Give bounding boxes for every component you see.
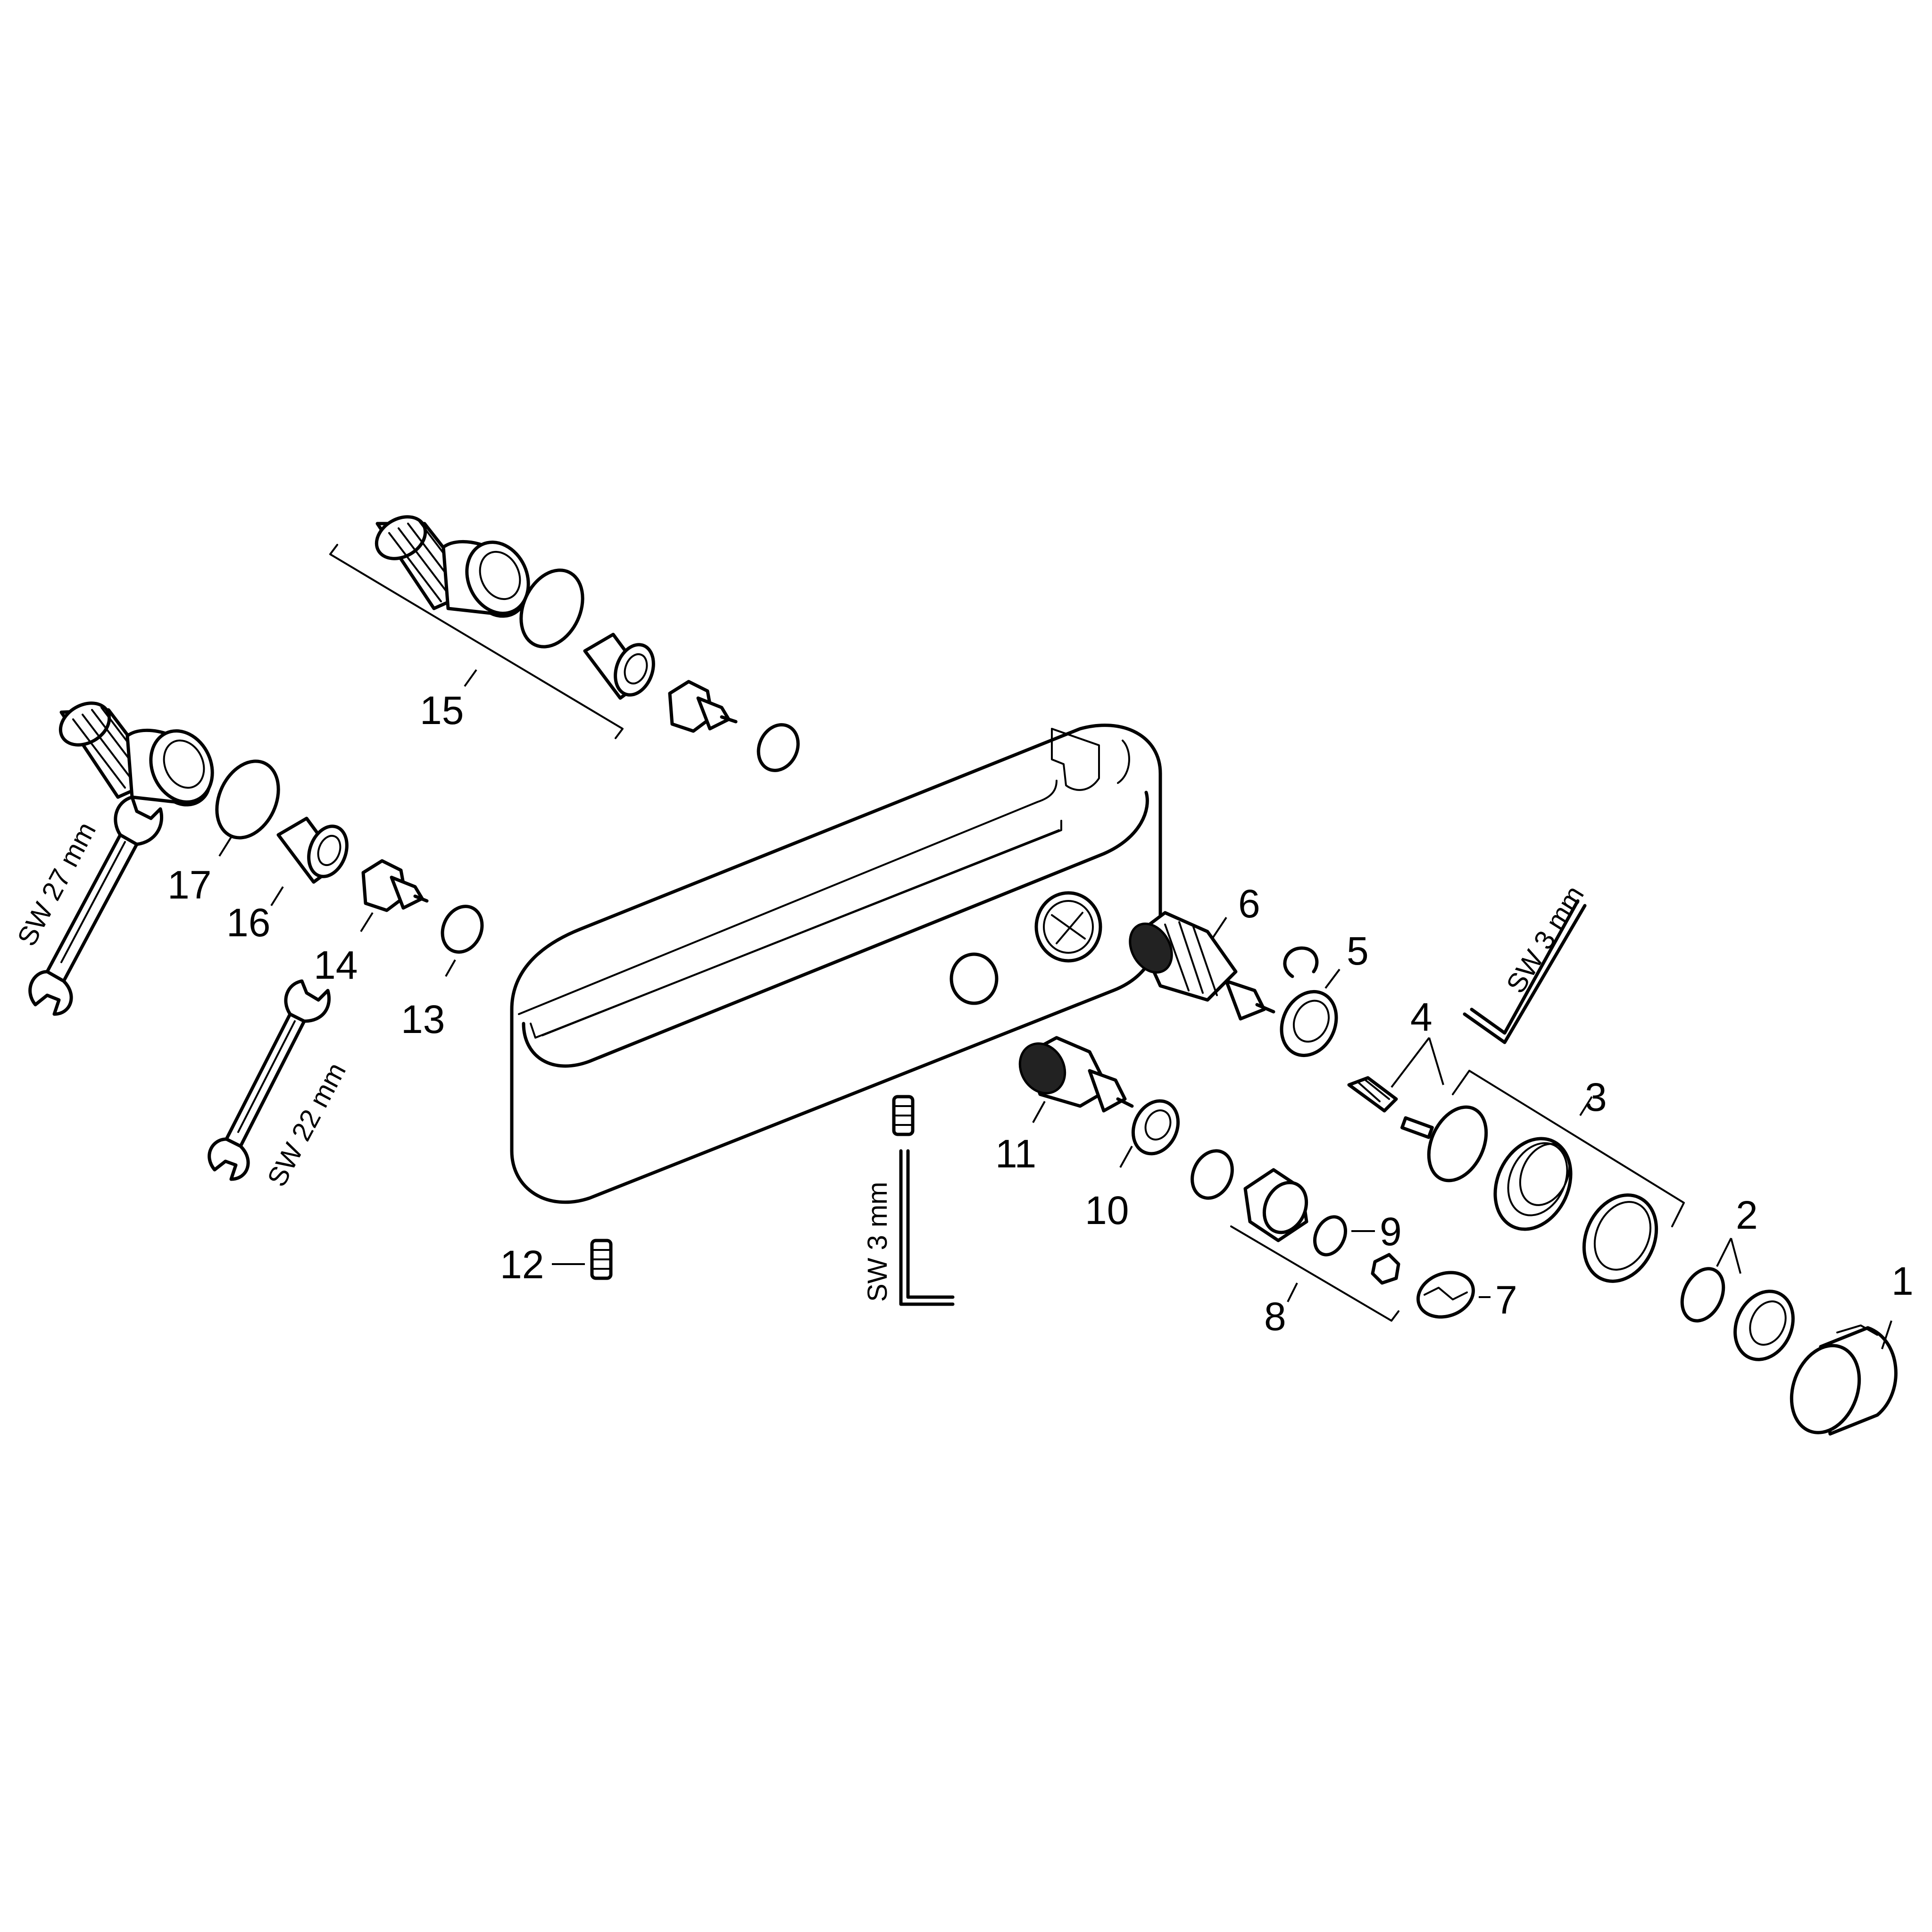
callout-16: 16 [226, 900, 270, 945]
callout-2: 2 [1736, 1193, 1758, 1237]
callout-labels: 1 2 3 4 5 6 7 8 9 10 11 12 13 14 15 16 1… [167, 688, 1914, 1339]
o-ring-13 [441, 905, 484, 954]
part-3-sleeve-assembly [1427, 1070, 1685, 1283]
trim-ring-3 [1582, 1193, 1658, 1283]
callout-9: 9 [1380, 1209, 1402, 1254]
callout-11: 11 [995, 1132, 1036, 1176]
callout-8: 8 [1264, 1294, 1286, 1339]
o-ring-small-15 [757, 723, 800, 772]
callout-3: 3 [1585, 1075, 1607, 1119]
part-2-adapter [1680, 1238, 1795, 1361]
part-15-fitting-assembly [329, 515, 800, 772]
part-4-spindle [1347, 1037, 1444, 1139]
o-ring-3 [1427, 1105, 1488, 1183]
part-10-nut [1119, 1099, 1180, 1168]
part-6-diverter-cartridge [1129, 911, 1275, 1021]
threaded-pipe-15 [375, 515, 530, 618]
part-11-thermostat-cartridge [1018, 1036, 1134, 1123]
wrench-22mm: SW 22 mm [208, 979, 352, 1191]
callout-14: 14 [314, 943, 358, 987]
threaded-pipe-left [58, 701, 214, 807]
hex-key-right: SW 3 mm [1463, 881, 1590, 1044]
valve-insert-15 [668, 680, 738, 733]
check-valve-15 [583, 633, 655, 700]
callout-1: 1 [1891, 1259, 1914, 1303]
callout-5: 5 [1347, 929, 1369, 973]
o-ring-9 [1313, 1215, 1347, 1257]
o-ring-8 [1191, 1149, 1234, 1200]
retaining-clip-5 [1283, 946, 1319, 978]
left-fitting-assembly [58, 701, 484, 977]
grub-screw-top [892, 1095, 915, 1136]
callout-10: 10 [1085, 1188, 1129, 1232]
threaded-sleeve-3 [1493, 1137, 1573, 1231]
hex-key-left-label: SW 3 mm [862, 1182, 893, 1302]
hex-key-left: SW 3 mm [862, 1149, 955, 1306]
callout-4: 4 [1410, 995, 1432, 1039]
callout-17: 17 [167, 863, 211, 907]
wrench-27mm: SW 27 mm [11, 795, 164, 1016]
thermostat-housing [510, 724, 1162, 1204]
hex-key-right-label: SW 3 mm [1500, 881, 1590, 999]
valve-insert-14 [361, 859, 429, 912]
callout-12: 12 [500, 1242, 544, 1287]
callout-7: 7 [1495, 1278, 1517, 1322]
o-ring-large-15 [519, 568, 584, 649]
callout-15: 15 [420, 688, 464, 733]
callout-13: 13 [401, 997, 445, 1041]
part-8-adapter [1230, 1168, 1399, 1322]
part-1-knob [1790, 1320, 1898, 1436]
o-ring-large-17 [215, 759, 280, 840]
part-5-ring [1280, 968, 1341, 1058]
part-7-cap [1416, 1271, 1491, 1319]
o-ring-2 [1680, 1267, 1725, 1323]
callout-6: 6 [1238, 882, 1260, 926]
check-valve-16 [276, 816, 349, 884]
small-nut-9 [1371, 1253, 1400, 1285]
part-12-grub-screw [552, 1239, 613, 1280]
